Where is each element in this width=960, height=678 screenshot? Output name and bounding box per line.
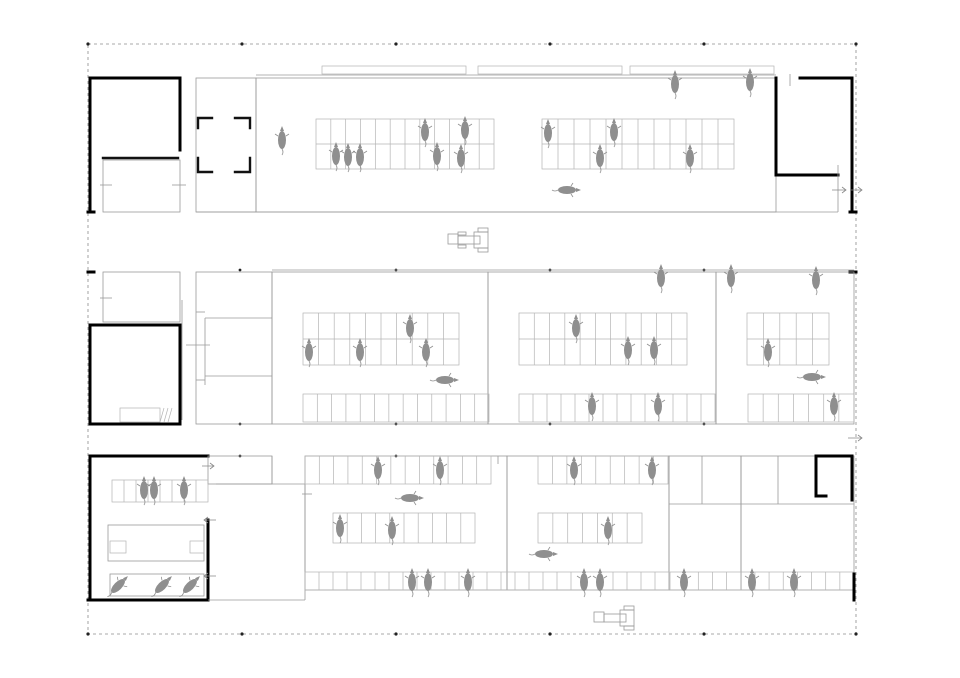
tractor-icon <box>593 605 635 631</box>
cow-icon <box>340 143 356 173</box>
stall-row <box>111 479 209 503</box>
boundary-marker <box>394 42 398 46</box>
cow-icon <box>682 144 698 174</box>
boundary-marker <box>86 632 90 636</box>
cow-icon <box>650 392 666 422</box>
boundary-marker <box>854 42 858 46</box>
cow-icon <box>592 568 608 598</box>
cow-icon <box>576 568 592 598</box>
cow-icon <box>786 568 802 598</box>
cow-stalls <box>111 455 855 591</box>
arrow-icon <box>202 462 215 470</box>
cow-icon <box>136 476 152 506</box>
stair-icon <box>189 540 205 554</box>
cow-icon <box>528 546 558 562</box>
cow-icon <box>457 116 473 146</box>
cow-icon <box>566 456 582 486</box>
boundary-markers <box>86 42 858 636</box>
stall-row <box>541 118 735 170</box>
cow-icon <box>352 143 368 173</box>
stall-row <box>332 512 476 544</box>
boundary-marker <box>394 632 398 636</box>
cow-icon <box>646 336 662 366</box>
building-bottom <box>86 454 856 602</box>
stall-row <box>518 393 716 423</box>
stall-row <box>747 393 855 423</box>
site-boundary <box>86 42 858 636</box>
boundary-marker <box>548 42 552 46</box>
cow-icon <box>453 144 469 174</box>
cow-icon <box>418 338 434 368</box>
cow-icon <box>179 576 200 597</box>
cow-icon <box>600 516 616 546</box>
cow-icon <box>274 126 290 156</box>
stall-row <box>304 455 492 485</box>
cow-icon <box>352 338 368 368</box>
cow-icon <box>667 70 683 100</box>
cow-icon <box>620 336 636 366</box>
cow-icon <box>301 338 317 368</box>
boundary-marker <box>240 632 244 636</box>
stair-icon <box>109 540 127 554</box>
stall-row <box>304 571 670 591</box>
cow-icon <box>808 266 824 296</box>
cow-icon <box>540 119 556 149</box>
arrow-icon <box>848 434 863 442</box>
cow-icon <box>653 264 669 294</box>
cow-icon <box>417 118 433 148</box>
cow-icon <box>394 490 424 506</box>
boundary-marker <box>548 632 552 636</box>
roof-vents <box>321 65 775 75</box>
cow-icon <box>742 68 758 98</box>
cow-icon <box>384 516 400 546</box>
cow-stalls <box>315 118 735 170</box>
cow-icon <box>402 314 418 344</box>
cow-icon <box>551 182 581 198</box>
cow-icon <box>568 314 584 344</box>
cow-icon <box>328 142 344 172</box>
cow-icon <box>429 142 445 172</box>
cow-icons <box>107 68 842 598</box>
boundary-marker <box>854 632 858 636</box>
cow-icon <box>644 456 660 486</box>
cow-icon <box>332 514 348 544</box>
cow-icon <box>826 392 842 422</box>
arrow-icon <box>203 516 216 524</box>
stall-row <box>746 312 830 366</box>
cow-icon <box>676 568 692 598</box>
cow-icon <box>592 144 608 174</box>
stall-row <box>537 512 643 544</box>
boundary-marker <box>240 42 244 46</box>
cow-icon <box>404 568 420 598</box>
stall-row <box>302 312 460 366</box>
boundary-marker <box>702 42 706 46</box>
cow-icon <box>796 369 826 385</box>
building-middle <box>86 269 863 442</box>
cow-icon <box>176 476 192 506</box>
cow-icon <box>429 372 459 388</box>
cow-icon <box>744 568 760 598</box>
tractor-icon <box>447 227 489 253</box>
building-top <box>86 65 863 214</box>
stall-row <box>669 571 855 591</box>
arrow-icon <box>203 572 216 580</box>
boundary-marker <box>702 632 706 636</box>
cow-icon <box>606 118 622 148</box>
stall-row <box>518 312 688 366</box>
stall-row <box>302 393 490 423</box>
cow-icon <box>107 576 128 597</box>
cow-icon <box>432 456 448 486</box>
column-marker <box>238 268 242 272</box>
cow-icon <box>370 456 386 486</box>
cow-icon <box>151 576 172 597</box>
cow-icon <box>460 568 476 598</box>
cow-icon <box>146 476 162 506</box>
arrow-icon <box>832 186 863 194</box>
cow-icon <box>420 568 436 598</box>
cow-icon <box>584 392 600 422</box>
cow-icon <box>723 264 739 294</box>
boundary-marker <box>86 42 90 46</box>
cow-icon <box>760 338 776 368</box>
